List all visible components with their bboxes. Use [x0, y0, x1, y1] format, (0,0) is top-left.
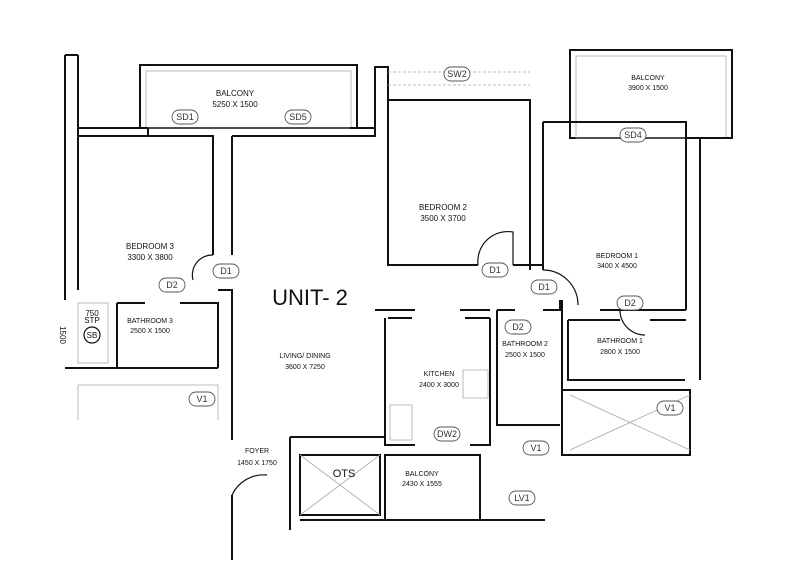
room-size: 5250 X 1500 — [212, 100, 258, 109]
svg-text:D1: D1 — [220, 266, 232, 276]
room-size: 2500 X 1500 — [505, 352, 545, 359]
tag-v1: V1 — [522, 440, 550, 456]
tag-sd1: SD1 — [171, 109, 199, 125]
svg-text:SD4: SD4 — [624, 130, 642, 140]
svg-text:V1: V1 — [530, 443, 541, 453]
room-name: BALCONY — [216, 89, 255, 98]
room-name: BALCONY — [631, 75, 665, 82]
svg-text:SW2: SW2 — [447, 69, 467, 79]
tag-d1: D1 — [530, 279, 558, 295]
door-swings — [191, 230, 646, 496]
svg-text:V1: V1 — [664, 403, 675, 413]
svg-text:SD1: SD1 — [176, 112, 194, 122]
room-size: 2500 X 1500 — [130, 328, 170, 335]
room-size: 2430 X 1555 — [402, 481, 442, 488]
room-size: 3600 X 7250 — [285, 364, 325, 371]
room-name: BEDROOM 1 — [596, 253, 638, 260]
room-name: BEDROOM 3 — [126, 242, 175, 251]
room-labels: BALCONY 5250 X 1500 BEDROOM 3 3300 X 380… — [58, 75, 668, 488]
tag-dw2: DW2 — [433, 426, 461, 442]
sb-symbol — [83, 326, 101, 344]
room-size: 3500 X 3700 — [420, 214, 466, 223]
svg-text:V1: V1 — [196, 394, 207, 404]
svg-text:D1: D1 — [538, 282, 550, 292]
svg-text:SD5: SD5 — [289, 112, 307, 122]
room-size: 3900 X 1500 — [628, 85, 668, 92]
ots-label: OTS — [333, 468, 356, 480]
room-name: BALCONY — [405, 471, 439, 478]
room-size: 1450 X 1750 — [237, 460, 277, 467]
tag-lv1: LV1 — [508, 490, 536, 506]
room-name: LIVING/ DINING — [279, 353, 330, 360]
room-size: 3300 X 3800 — [127, 253, 173, 262]
sb-label: SB — [87, 331, 98, 340]
room-name: FOYER — [245, 448, 269, 455]
room-name: BATHROOM 3 — [127, 318, 173, 325]
unit-title: UNIT- 2 — [272, 285, 348, 310]
room-name: KITCHEN — [424, 371, 455, 378]
svg-text:D2: D2 — [624, 298, 636, 308]
tag-sd4: SD4 — [619, 127, 647, 143]
tag-sw2: SW2 — [443, 66, 471, 82]
tag-v1: V1 — [656, 400, 684, 416]
stp-label: STP — [84, 316, 100, 325]
svg-text:DW2: DW2 — [437, 429, 457, 439]
tag-d1: D1 — [212, 263, 240, 279]
tag-d1: D1 — [481, 262, 509, 278]
stp-width: 750 — [85, 309, 99, 318]
room-size: 2800 X 1500 — [600, 349, 640, 356]
svg-text:LV1: LV1 — [514, 493, 529, 503]
tag-d2: D2 — [504, 319, 532, 335]
room-size: 2400 X 3000 — [419, 382, 459, 389]
tag-d2: D2 — [158, 277, 186, 293]
svg-text:D2: D2 — [512, 322, 524, 332]
room-name: BATHROOM 1 — [597, 338, 643, 345]
room-name: BATHROOM 2 — [502, 341, 548, 348]
svg-text:D2: D2 — [166, 280, 178, 290]
tag-v1: V1 — [188, 391, 216, 407]
tag-sd5: SD5 — [284, 109, 312, 125]
svg-text:D1: D1 — [489, 265, 501, 275]
stp-height: 1500 — [58, 326, 67, 344]
room-name: BEDROOM 2 — [419, 203, 468, 212]
tag-d2: D2 — [616, 295, 644, 311]
room-size: 3400 X 4500 — [597, 263, 637, 270]
